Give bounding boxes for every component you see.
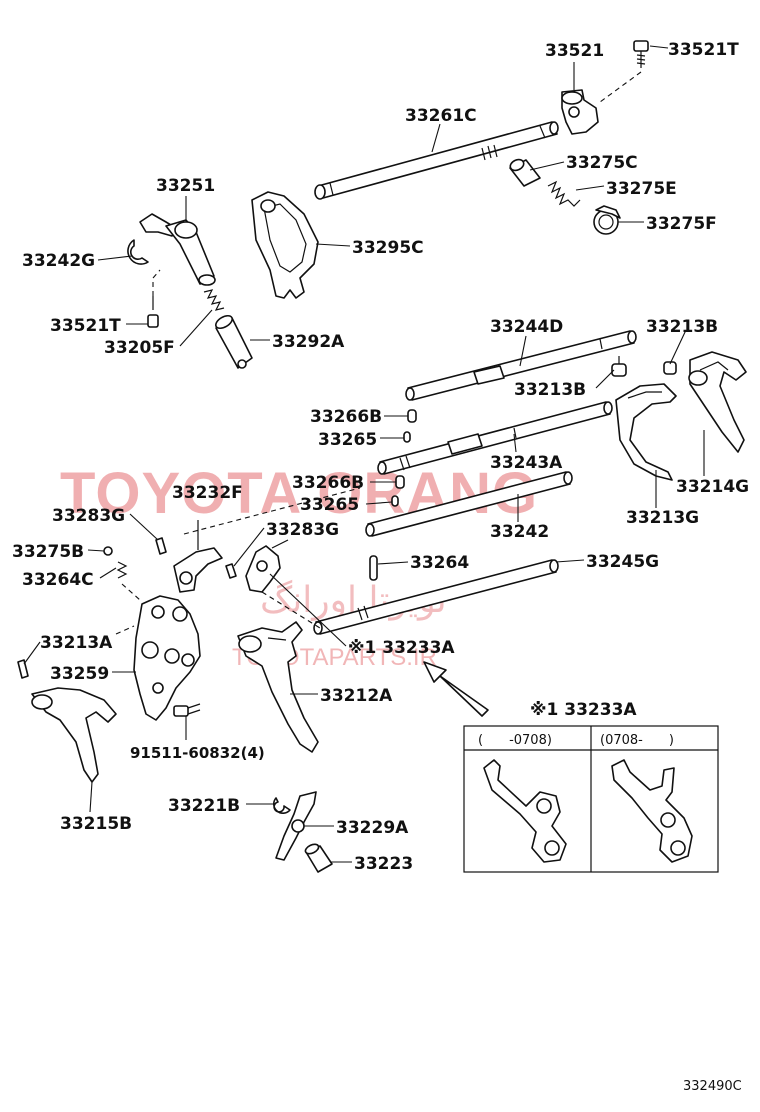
label-33251: 33251 [156, 176, 215, 196]
inset-title: ※1 33233A [530, 700, 637, 720]
dash-33232F [183, 487, 361, 535]
part-33205F-spring [203, 289, 225, 311]
part-33233A-lever [245, 539, 289, 593]
part-33213A-pin [17, 659, 29, 679]
part-33213G-fork [615, 383, 677, 481]
label-33259: 33259 [50, 664, 109, 684]
label-33213B-top: 33213B [646, 317, 718, 337]
label-33215B: 33215B [60, 814, 132, 834]
part-33213B-bolt-top [663, 361, 677, 375]
dash-33259 [115, 583, 141, 635]
label-33221B: 33221B [168, 796, 240, 816]
label-33521T-left: 33521T [50, 316, 121, 336]
label-33265-a: 33265 [318, 430, 377, 450]
part-33521T-bolt-top [633, 40, 649, 68]
part-33275E-spring [547, 180, 581, 207]
part-33232F-lever [173, 520, 223, 593]
label-33292A: 33292A [272, 332, 345, 352]
label-33242G: 33242G [22, 251, 95, 271]
part-33264-pin [369, 555, 378, 581]
inset-lever-old [483, 759, 567, 863]
part-33283G-pin-right [225, 563, 237, 579]
part-33229A-lever [275, 791, 317, 861]
watermark-brand: TOYOTA ORANG [60, 461, 538, 526]
label-33223: 33223 [354, 854, 413, 874]
label-33213G: 33213G [626, 508, 699, 528]
label-33275B: 33275B [12, 542, 84, 562]
label-33521: 33521 [545, 41, 604, 61]
part-33214G-fork [688, 351, 747, 453]
part-33275C-pin [509, 158, 541, 187]
label-33232F: 33232F [172, 483, 243, 503]
part-33242-rail [365, 471, 573, 537]
part-33275F-plug [593, 205, 621, 235]
part-33295C-plate [251, 191, 319, 299]
inset-33233A: ※1 33233A ( -0708) (0708- ) [463, 700, 719, 873]
label-33264: 33264 [410, 553, 469, 573]
inset-lever-new [611, 759, 693, 863]
label-33212A: 33212A [320, 686, 393, 706]
part-91511-bolt [173, 703, 201, 717]
part-33261C-shaft [314, 121, 559, 200]
pointer-arrow [423, 661, 489, 717]
label-33243A: 33243A [490, 453, 563, 473]
part-33265-a [403, 431, 411, 443]
part-33245G-rail [313, 559, 559, 635]
part-33251-lever [139, 213, 216, 286]
label-33213B-mid: 33213B [514, 380, 586, 400]
dash-33521T-left [152, 269, 161, 296]
dash-33233A [261, 591, 321, 629]
part-33221B-clip [273, 797, 291, 814]
label-33264C: 33264C [22, 570, 94, 590]
part-33266B-b [395, 475, 405, 489]
part-33266B-a [407, 409, 417, 423]
label-33213A: 33213A [40, 633, 113, 653]
label-33261C: 33261C [405, 106, 477, 126]
label-33244D: 33244D [490, 317, 563, 337]
label-33229A: 33229A [336, 818, 409, 838]
part-33265-b [391, 495, 399, 507]
label-33521T-top: 33521T [668, 40, 739, 60]
label-33275C: 33275C [566, 153, 638, 173]
part-33521T-bolt-left [147, 296, 159, 328]
label-91511: 91511-60832(4) [130, 744, 265, 762]
label-33295C: 33295C [352, 238, 424, 258]
part-labels: 33521 33521T 33261C 33275C 33275E 33275F… [12, 40, 749, 874]
label-33265-b: 33265 [300, 495, 359, 515]
label-33245G: 33245G [586, 552, 659, 572]
part-33275B-ball [103, 546, 113, 556]
label-33283G-left: 33283G [52, 506, 125, 526]
label-33275E: 33275E [606, 179, 677, 199]
part-33521-block [561, 89, 599, 135]
part-33212A-fork [237, 621, 319, 753]
part-33223-roller [304, 843, 333, 873]
leader-lines [23, 45, 705, 863]
label-33275F: 33275F [646, 214, 717, 234]
part-33243A-rail [377, 401, 613, 475]
label-33242: 33242 [490, 522, 549, 542]
label-33266B-b: 33266B [292, 473, 364, 493]
inset-col-left: ( -0708) [478, 733, 552, 748]
label-33205F: 33205F [104, 338, 175, 358]
part-33264C-spring [116, 561, 128, 579]
label-33283G-right: 33283G [266, 520, 339, 540]
part-33292A-pin [215, 314, 253, 369]
part-33283G-pin-left [155, 537, 167, 555]
part-33213B-bolt-mid [611, 356, 627, 377]
part-33244D-rail [405, 330, 637, 401]
figure-code: 332490C [683, 1079, 742, 1094]
label-33266B-a: 33266B [310, 407, 382, 427]
part-33215B-fork [31, 687, 117, 783]
dash-33521T [599, 71, 642, 103]
part-33242G-clip [127, 239, 149, 265]
label-33214G: 33214G [676, 477, 749, 497]
part-33259-housing [133, 595, 201, 721]
inset-col-right: (0708- ) [600, 733, 674, 748]
label-33233A: ※1 33233A [348, 638, 455, 658]
